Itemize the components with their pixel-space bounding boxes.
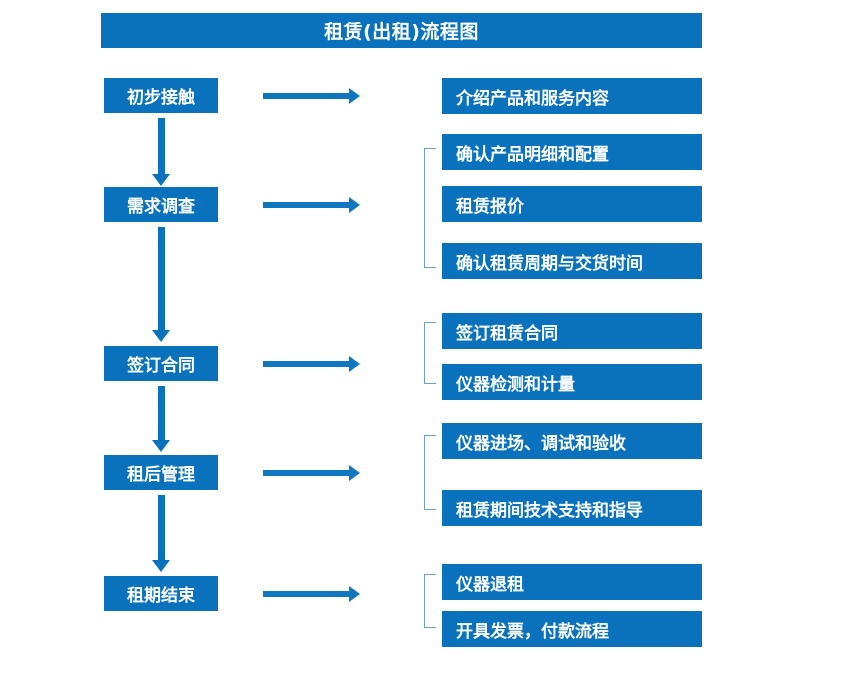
arrow-head [349,356,360,372]
arrow-head [349,465,360,481]
arrow-head [349,197,360,213]
arrow-shaft [263,470,350,476]
right-arrow-icon-3 [263,356,360,372]
stage-box-1[interactable]: 初步接触 [104,78,218,113]
arrow-shaft [263,361,350,367]
down-arrow-icon-1 [152,118,170,186]
right-arrow-icon-4 [263,465,360,481]
arrow-head [152,560,170,572]
group-bracket-1 [424,148,436,268]
page-title: 租赁(出租)流程图 [101,13,702,48]
stage-box-2[interactable]: 需求调查 [104,187,218,222]
group-bracket-2 [424,322,436,384]
down-arrow-icon-4 [152,495,170,572]
right-arrow-icon-2 [263,197,360,213]
arrow-shaft [158,495,165,561]
detail-box-7[interactable]: 仪器进场、调试和验收 [442,423,702,459]
arrow-head [152,440,170,452]
detail-box-8[interactable]: 租赁期间技术支持和指导 [442,490,702,526]
arrow-head [152,174,170,186]
arrow-shaft [158,386,165,441]
arrow-head [349,586,360,602]
detail-box-5[interactable]: 签订租赁合同 [442,313,702,349]
stage-box-5[interactable]: 租期结束 [104,576,218,611]
arrow-shaft [263,202,350,208]
detail-box-9[interactable]: 仪器退租 [442,564,702,600]
arrow-head [152,330,170,342]
group-bracket-4 [424,574,436,628]
detail-box-4[interactable]: 确认租赁周期与交货时间 [442,243,702,279]
down-arrow-icon-3 [152,386,170,452]
arrow-shaft [263,591,350,597]
arrow-head [349,88,360,104]
down-arrow-icon-2 [152,227,170,342]
detail-box-10[interactable]: 开具发票，付款流程 [442,611,702,647]
stage-box-3[interactable]: 签订合同 [104,346,218,381]
arrow-shaft [158,227,165,331]
stage-box-4[interactable]: 租后管理 [104,455,218,490]
right-arrow-icon-5 [263,586,360,602]
detail-box-2[interactable]: 确认产品明细和配置 [442,134,702,170]
arrow-shaft [158,118,165,175]
right-arrow-icon-1 [263,88,360,104]
group-bracket-3 [424,435,436,510]
detail-box-3[interactable]: 租赁报价 [442,186,702,222]
detail-box-1[interactable]: 介绍产品和服务内容 [442,78,702,114]
detail-box-6[interactable]: 仪器检测和计量 [442,364,702,400]
arrow-shaft [263,93,350,99]
